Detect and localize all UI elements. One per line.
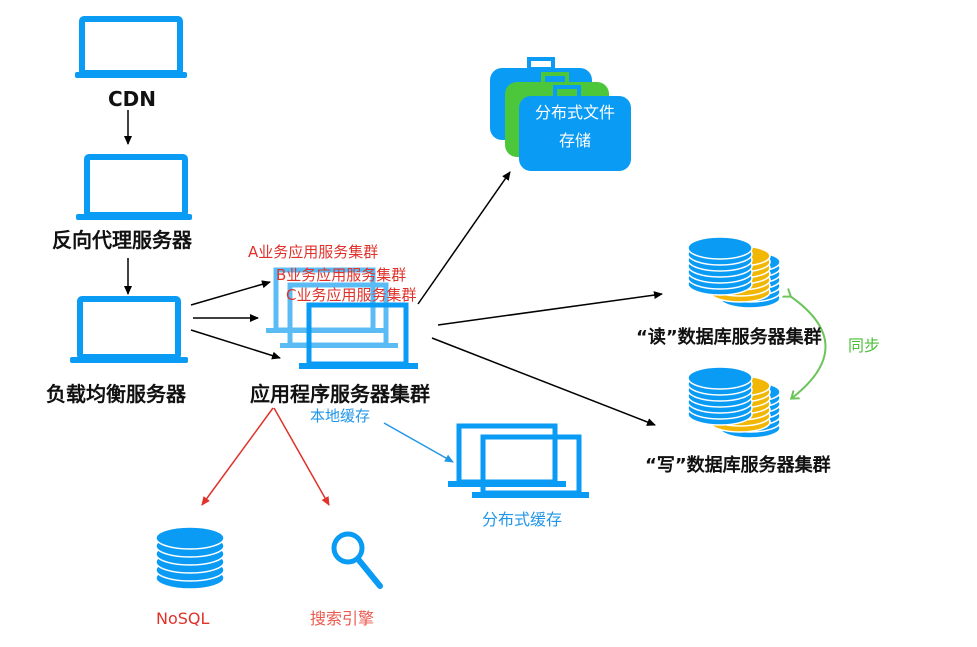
file-storage-label-line2: 存储 (558, 131, 591, 150)
distributed-cache-laptop-stack-icon (448, 423, 589, 498)
distributed-cache-label: 分布式缓存 (482, 510, 563, 529)
sync-arrow (790, 296, 827, 398)
cdn-label: CDN (108, 87, 157, 111)
edge-local-cache-to-distributed-cache (383, 422, 454, 463)
edge-app-to-nosql (201, 407, 274, 506)
nosql-database-icon (155, 526, 225, 590)
read-db-database-stack-icon (687, 236, 781, 309)
search-engine-search-icon (331, 531, 383, 589)
load-balancer-label: 负载均衡服务器 (46, 382, 186, 406)
edge-lb-to-c (190, 329, 281, 360)
sub-cluster-b-label: B业务应用服务集群 (276, 266, 407, 284)
load-balancer-laptop-icon (70, 296, 188, 363)
disk-layer (687, 236, 753, 260)
write-db-database-stack-icon (687, 366, 781, 439)
distributed-file-storage-briefcase-stack-icon (490, 57, 631, 171)
write-db-label: “写”数据库服务器集群 (645, 455, 831, 476)
edge-lb-to-a (190, 280, 271, 306)
reverse-proxy-label: 反向代理服务器 (52, 228, 192, 252)
sub-cluster-a-label: A业务应用服务集群 (248, 243, 379, 261)
search-engine-label: 搜索引擎 (310, 609, 375, 628)
reverse-proxy-laptop-icon (76, 154, 192, 220)
nosql-label: NoSQL (156, 609, 210, 628)
edge-app-to-write-db (431, 337, 656, 426)
local-cache-label: 本地缓存 (310, 407, 371, 425)
file-storage-label-line1: 分布式文件 (534, 103, 615, 122)
edge-app-to-search (273, 407, 330, 506)
disk-layer (155, 526, 225, 550)
edge-app-to-file-storage (417, 171, 511, 305)
app-cluster-laptop-stack-icon (266, 267, 418, 369)
cdn-laptop-icon (75, 16, 187, 78)
read-db-label: “读”数据库服务器集群 (636, 327, 822, 348)
app-cluster-label: 应用程序服务器集群 (250, 382, 430, 406)
disk-layer (687, 366, 753, 390)
sub-cluster-c-label: C业务应用服务集群 (286, 286, 417, 304)
sync-label: 同步 (848, 336, 881, 355)
edge-app-to-read-db (437, 291, 663, 326)
